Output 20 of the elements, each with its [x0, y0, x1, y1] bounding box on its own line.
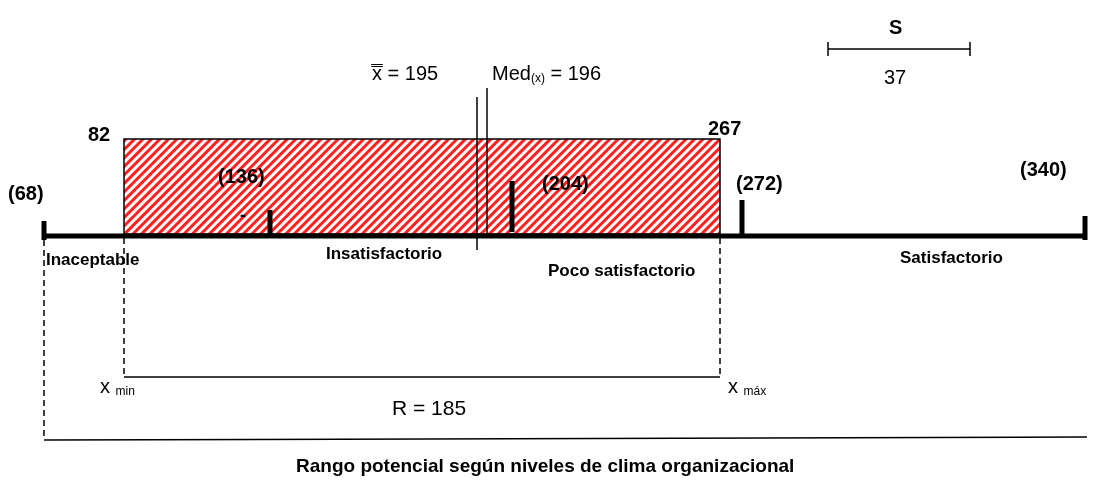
dimension-label: S	[889, 16, 903, 38]
scale-value: (340)	[1020, 158, 1067, 180]
range-label: R = 185	[392, 396, 467, 420]
maximum-label: x $_{máx}$	[728, 375, 767, 399]
scale-value: (136)	[218, 165, 265, 187]
mean-label: x̿ = 195	[372, 62, 439, 84]
median-label: Med$_{(x)}$ = 196	[492, 62, 602, 86]
category-label: Insatisfactorio	[326, 245, 443, 264]
bar-start-value: 82	[88, 123, 111, 145]
scale-value: (272)	[736, 172, 783, 194]
caption-text: Rango potencial según niveles de clima organizacional	[296, 456, 795, 477]
scale-value: (68)	[8, 182, 44, 204]
dimension-value: 37	[884, 66, 907, 88]
scale-value: (204)	[542, 172, 589, 194]
dash-mark: -	[240, 206, 246, 226]
minimum-label: x $_{min}$	[100, 375, 135, 399]
bar-end-value: 267	[708, 117, 742, 139]
category-label: Inaceptable	[46, 251, 140, 270]
category-label: Satisfactorio	[900, 249, 1003, 268]
category-label: Poco satisfactorio	[548, 262, 696, 281]
